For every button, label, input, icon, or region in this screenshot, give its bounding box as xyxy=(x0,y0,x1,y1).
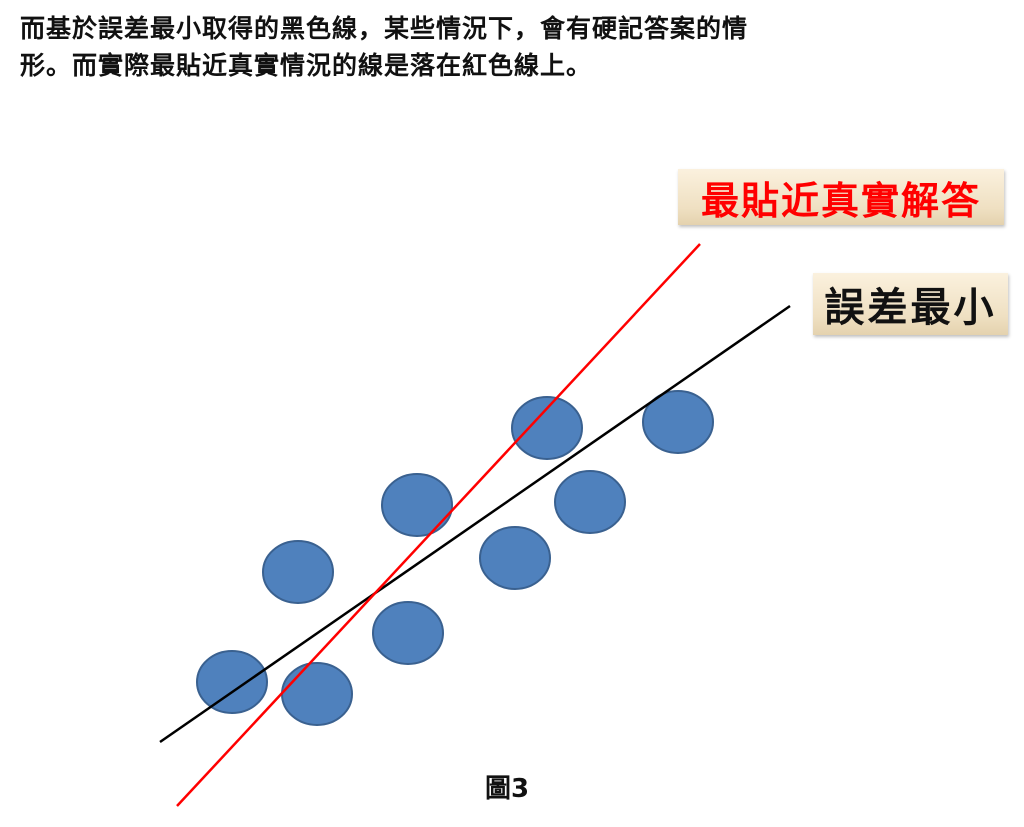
paragraph-line-2: 形。而實際最貼近真實情況的線是落在紅色線上。 xyxy=(20,51,593,80)
data-point xyxy=(479,526,551,590)
data-point xyxy=(372,601,444,665)
data-point xyxy=(511,396,583,460)
data-point xyxy=(281,662,353,726)
data-points xyxy=(196,390,714,726)
data-point xyxy=(554,470,626,534)
data-point xyxy=(196,650,268,714)
explanation-paragraph: 而基於誤差最小取得的黑色線，某些情況下，會有硬記答案的情 形。而實際最貼近真實情… xyxy=(20,10,980,84)
paragraph-line-1: 而基於誤差最小取得的黑色線，某些情況下，會有硬記答案的情 xyxy=(20,14,749,43)
true-answer-label: 最貼近真實解答 xyxy=(678,169,1004,225)
data-point xyxy=(262,540,334,604)
true-answer-line xyxy=(176,243,701,807)
min-error-label: 誤差最小 xyxy=(813,273,1008,335)
data-point xyxy=(381,473,453,537)
figure-caption: 圖3 xyxy=(485,774,530,804)
data-point xyxy=(642,390,714,454)
min-error-line xyxy=(159,304,791,744)
